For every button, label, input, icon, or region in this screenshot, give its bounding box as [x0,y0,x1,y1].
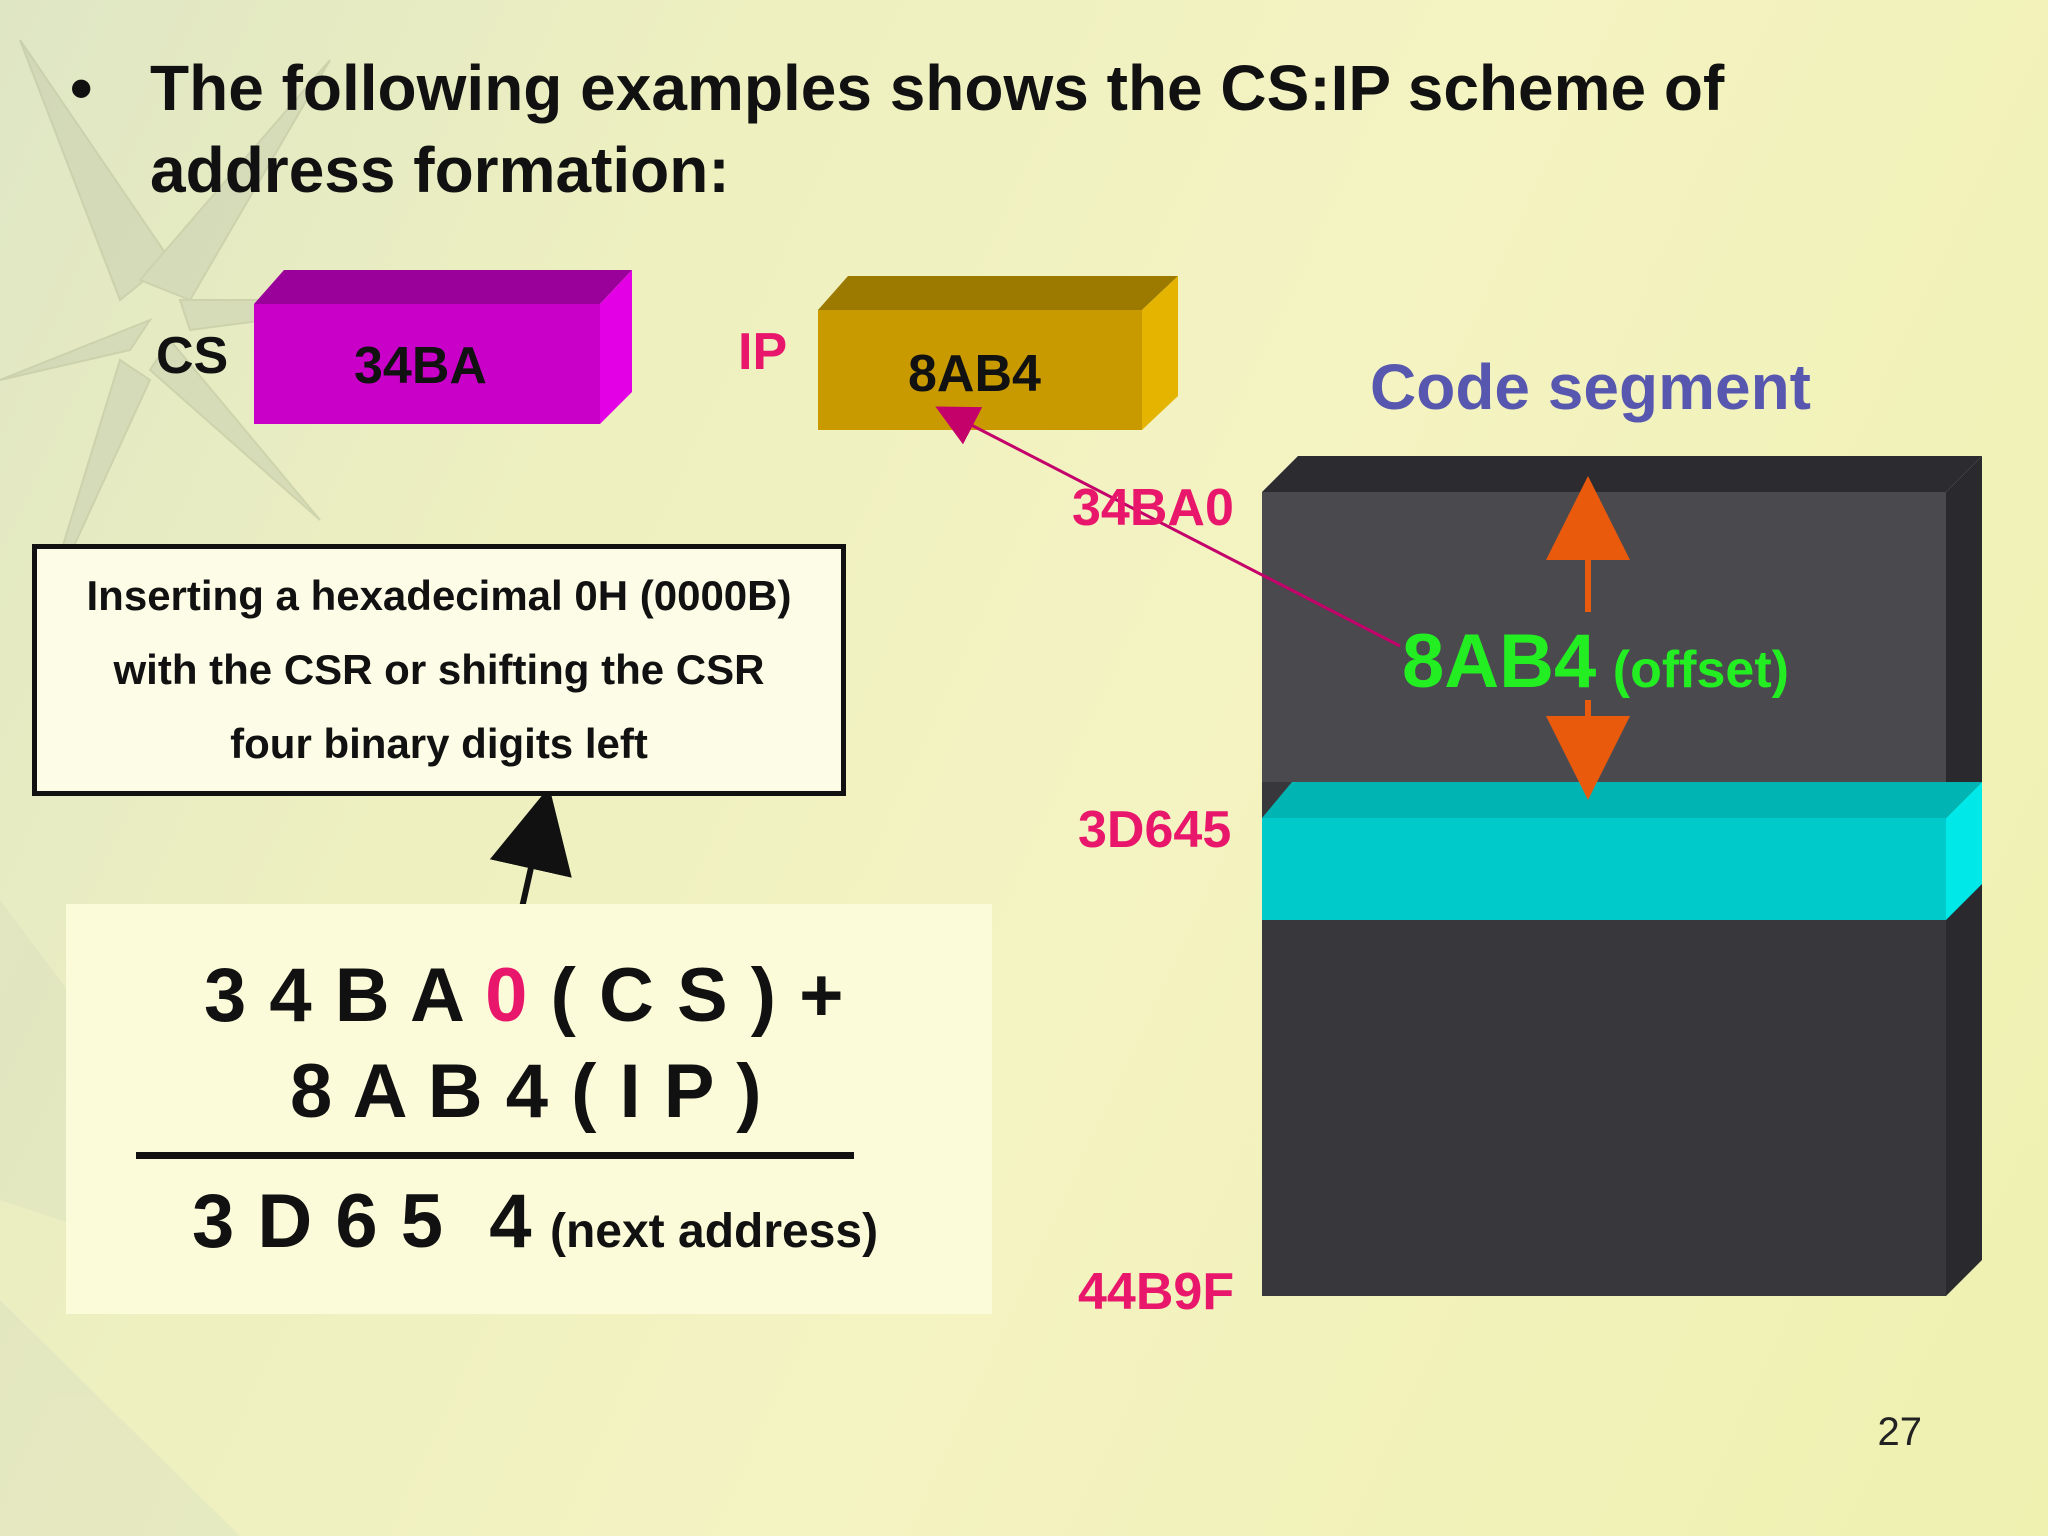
cs-label: CS [156,326,228,386]
next-address-label: 3D645 [1078,800,1231,860]
ip-label: IP [738,322,787,382]
next-address-row [1262,782,1982,920]
calc-sum-rule [136,1152,854,1159]
start-address-label: 34BA0 [1072,478,1234,538]
ip-value: 8AB4 [908,344,1041,404]
shift-explanation-box: Inserting a hexadecimal 0H (0000B) with … [32,544,846,796]
calc-result: 3 D 6 5 4 [192,1179,532,1264]
calc-cs-prefix: 3 4 B A [204,953,485,1038]
calc-cs-suffix: ( C S ) + [527,953,843,1038]
cs-value: 34BA [354,336,487,396]
info-line-3: four binary digits left [230,720,648,768]
info-line-1: Inserting a hexadecimal 0H (0000B) [87,572,792,620]
end-address-label: 44B9F [1078,1262,1234,1322]
calc-result-note: (next address) [550,1205,878,1258]
calc-line-cs: 3 4 B A 0 ( C S ) + [204,952,844,1039]
calc-inserted-zero: 0 [485,953,527,1038]
page-number: 27 [1878,1410,1923,1455]
info-line-2: with the CSR or shifting the CSR [114,646,765,694]
offset-value: 8AB4 [1402,619,1596,704]
calc-result-line: 3 D 6 5 4 (next address) [192,1178,878,1265]
offset-label: (offset) [1613,641,1789,699]
offset-annotation: 8AB4 (offset) [1402,618,1789,705]
calc-line-ip: 8 A B 4 ( I P ) [290,1048,762,1135]
code-segment-title: Code segment [1370,350,1811,424]
